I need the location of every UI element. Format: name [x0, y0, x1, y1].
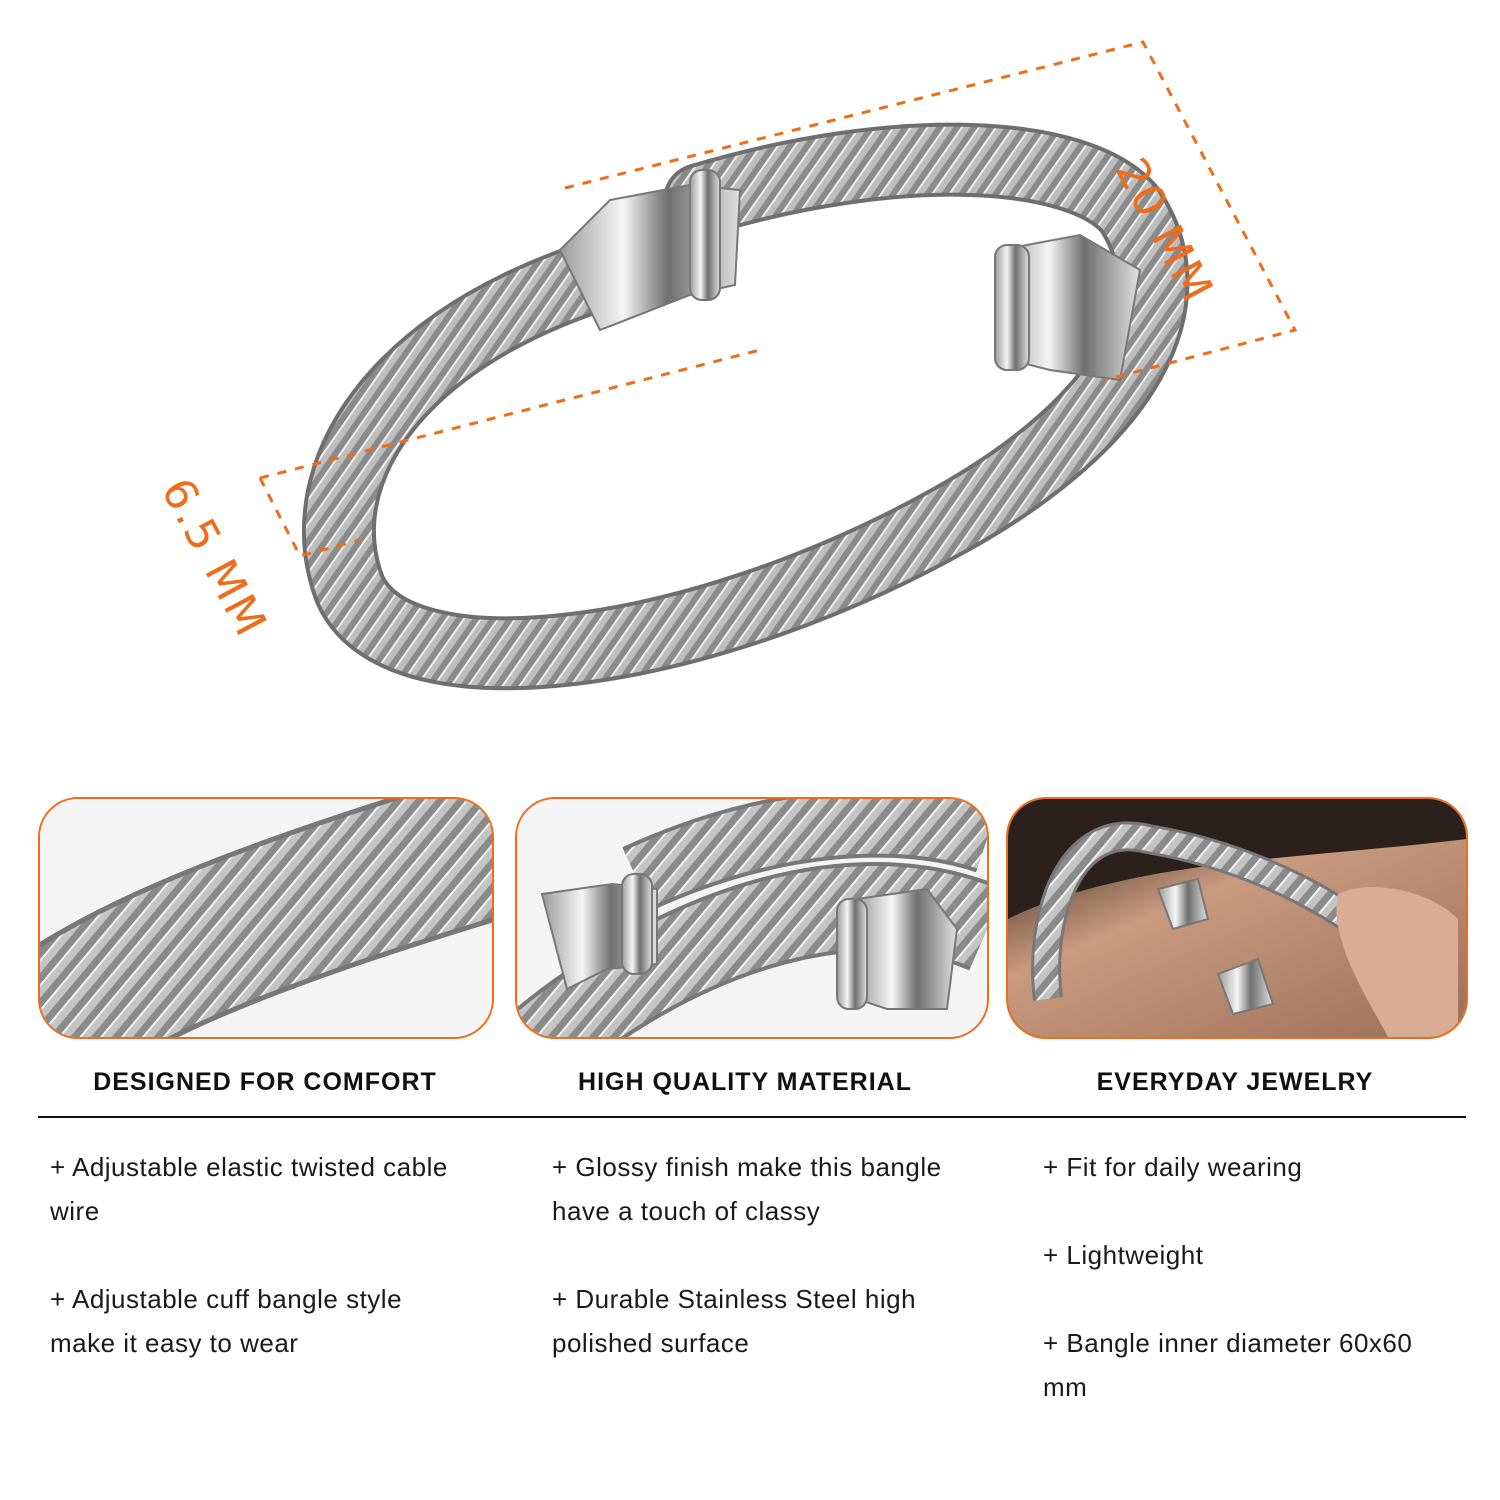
- column-title-everyday: EVERYDAY JEWELRY: [1096, 1068, 1374, 1096]
- end-cap-left: [558, 169, 742, 332]
- end-cap-right: [994, 233, 1142, 382]
- divider: [38, 1116, 1466, 1118]
- column-title-comfort: DESIGNED FOR COMFORT: [93, 1068, 437, 1096]
- bullet-item: + Durable Stainless Steel high polished …: [552, 1284, 917, 1358]
- bullet-item: + Fit for daily wearing: [1043, 1152, 1303, 1182]
- bullet-item: + Adjustable cuff bangle style make it e…: [50, 1284, 403, 1358]
- product-hero: 20 MM 6.5 MM: [151, 40, 1298, 691]
- wrist-wearing-image: [1006, 797, 1468, 1039]
- column-material: + Glossy finish make this bangle have a …: [552, 1145, 972, 1409]
- dimension-lines: [258, 40, 1298, 558]
- bullet-item: + Lightweight: [1043, 1240, 1204, 1270]
- cable-detail-image: [38, 797, 494, 1039]
- bullet-item: + Glossy finish make this bangle have a …: [552, 1152, 942, 1226]
- bullet-item: + Bangle inner diameter 60x60 mm: [1043, 1328, 1413, 1402]
- column-everyday: + Fit for daily wearing + Lightweight + …: [1043, 1145, 1463, 1453]
- bullet-item: + Adjustable elastic twisted cable wire: [50, 1152, 448, 1226]
- end-cap-detail-image: [515, 797, 989, 1039]
- column-comfort: + Adjustable elastic twisted cable wire …: [50, 1145, 470, 1409]
- column-title-material: HIGH QUALITY MATERIAL: [578, 1068, 912, 1096]
- bracelet-illustration: [258, 40, 1298, 691]
